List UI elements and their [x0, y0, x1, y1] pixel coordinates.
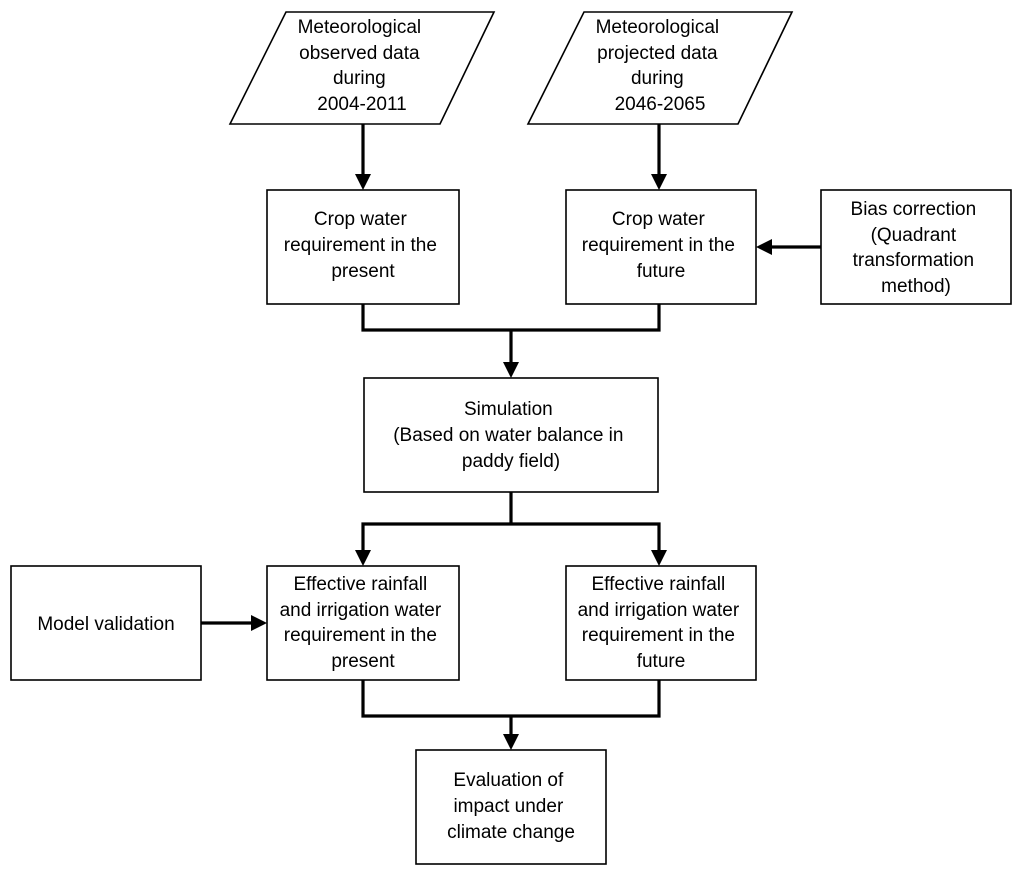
crop-water-present-node: [266, 189, 460, 305]
evaluation-node: [415, 749, 607, 865]
observed-data-node: [228, 11, 496, 125]
branch-line-simulation: [361, 522, 661, 550]
crop-water-future-label: Crop water requirement in the future: [582, 209, 740, 282]
arrowhead-projected-to-future: [651, 174, 667, 190]
projected-data-label: Meteorological projected data during 204…: [596, 17, 725, 115]
simulation-node: [363, 377, 659, 493]
arrowhead-validation-to-present: [251, 615, 267, 631]
effective-rainfall-future-label: Effective rainfall and irrigation water …: [578, 574, 745, 672]
crop-water-present-label: Crop water requirement in the present: [284, 209, 442, 282]
bias-correction-node: [820, 189, 1012, 305]
effective-rainfall-future-node: [565, 565, 757, 681]
arrowhead-to-evaluation: [503, 734, 519, 750]
arrowhead-observed-to-present: [355, 174, 371, 190]
arrowhead-bias-to-future: [756, 239, 772, 255]
bias-correction-label: Bias correction (Quadrant transformation…: [851, 199, 982, 297]
arrowhead-to-effective-present: [355, 550, 371, 566]
projected-data-node: [526, 11, 794, 125]
model-validation-node: [10, 565, 202, 681]
crop-water-future-node: [565, 189, 757, 305]
evaluation-label: Evaluation of impact under climate chang…: [447, 770, 575, 843]
arrowhead-to-effective-future: [651, 550, 667, 566]
merge-line-crop-water: [361, 304, 661, 332]
effective-rainfall-present-node: [266, 565, 460, 681]
effective-rainfall-present-label: Effective rainfall and irrigation water …: [280, 574, 447, 672]
model-validation-label: Model validation: [37, 614, 174, 635]
arrowhead-to-simulation: [503, 362, 519, 378]
observed-data-label: Meteorological observed data during 2004…: [298, 17, 427, 115]
simulation-label: Simulation (Based on water balance in pa…: [393, 399, 629, 472]
merge-line-effective: [361, 680, 661, 718]
